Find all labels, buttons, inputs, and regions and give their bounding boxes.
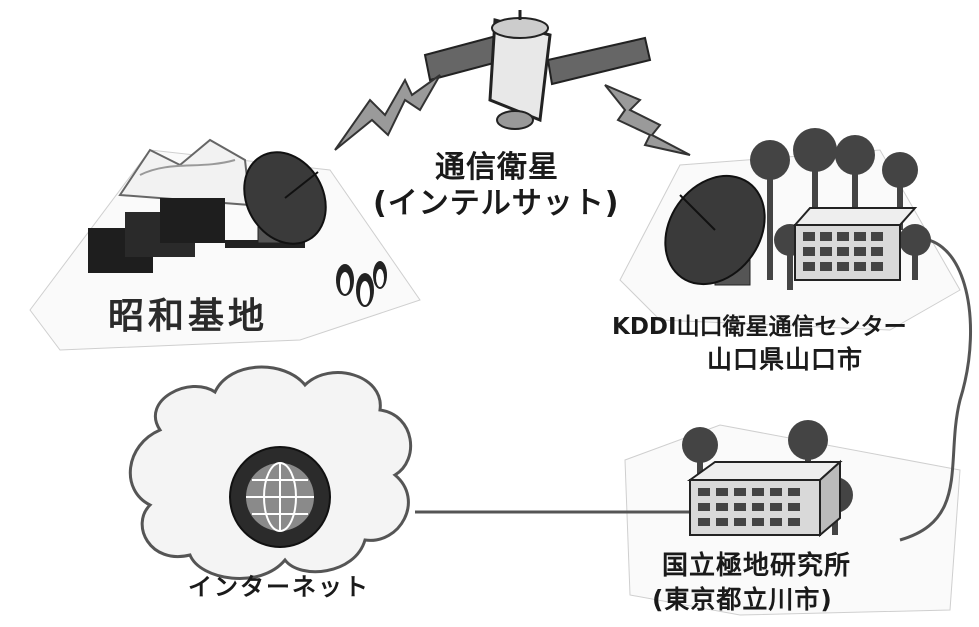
cable-kddi-nipr (899, 236, 972, 542)
penguins-icon (336, 261, 387, 307)
nipr-label: 国立極地研究所 (662, 551, 852, 581)
nipr-location-label: (東京都立川市) (652, 585, 833, 614)
signal-bolt-right (604, 84, 691, 156)
nipr-building (686, 459, 843, 538)
kddi-label: KDDI山口衛星通信センター (612, 314, 907, 340)
kddi-dish-icon (664, 174, 766, 286)
satellite-label: 通信衛星 (435, 150, 559, 185)
satellite-name-label: (インテルサット) (373, 186, 620, 221)
showa-dish-icon (225, 151, 327, 248)
satellite-icon (423, 10, 652, 130)
signal-bolt-left (334, 74, 441, 151)
globe-icon (229, 446, 331, 548)
internet-label: インターネット (188, 573, 370, 601)
kddi-trees (750, 128, 931, 290)
kddi-building (792, 207, 918, 281)
showa-mountains (118, 138, 252, 207)
showa-buildings (88, 198, 225, 273)
kddi-location-label: 山口県山口市 (707, 345, 864, 374)
showa-label: 昭和基地 (108, 296, 269, 337)
